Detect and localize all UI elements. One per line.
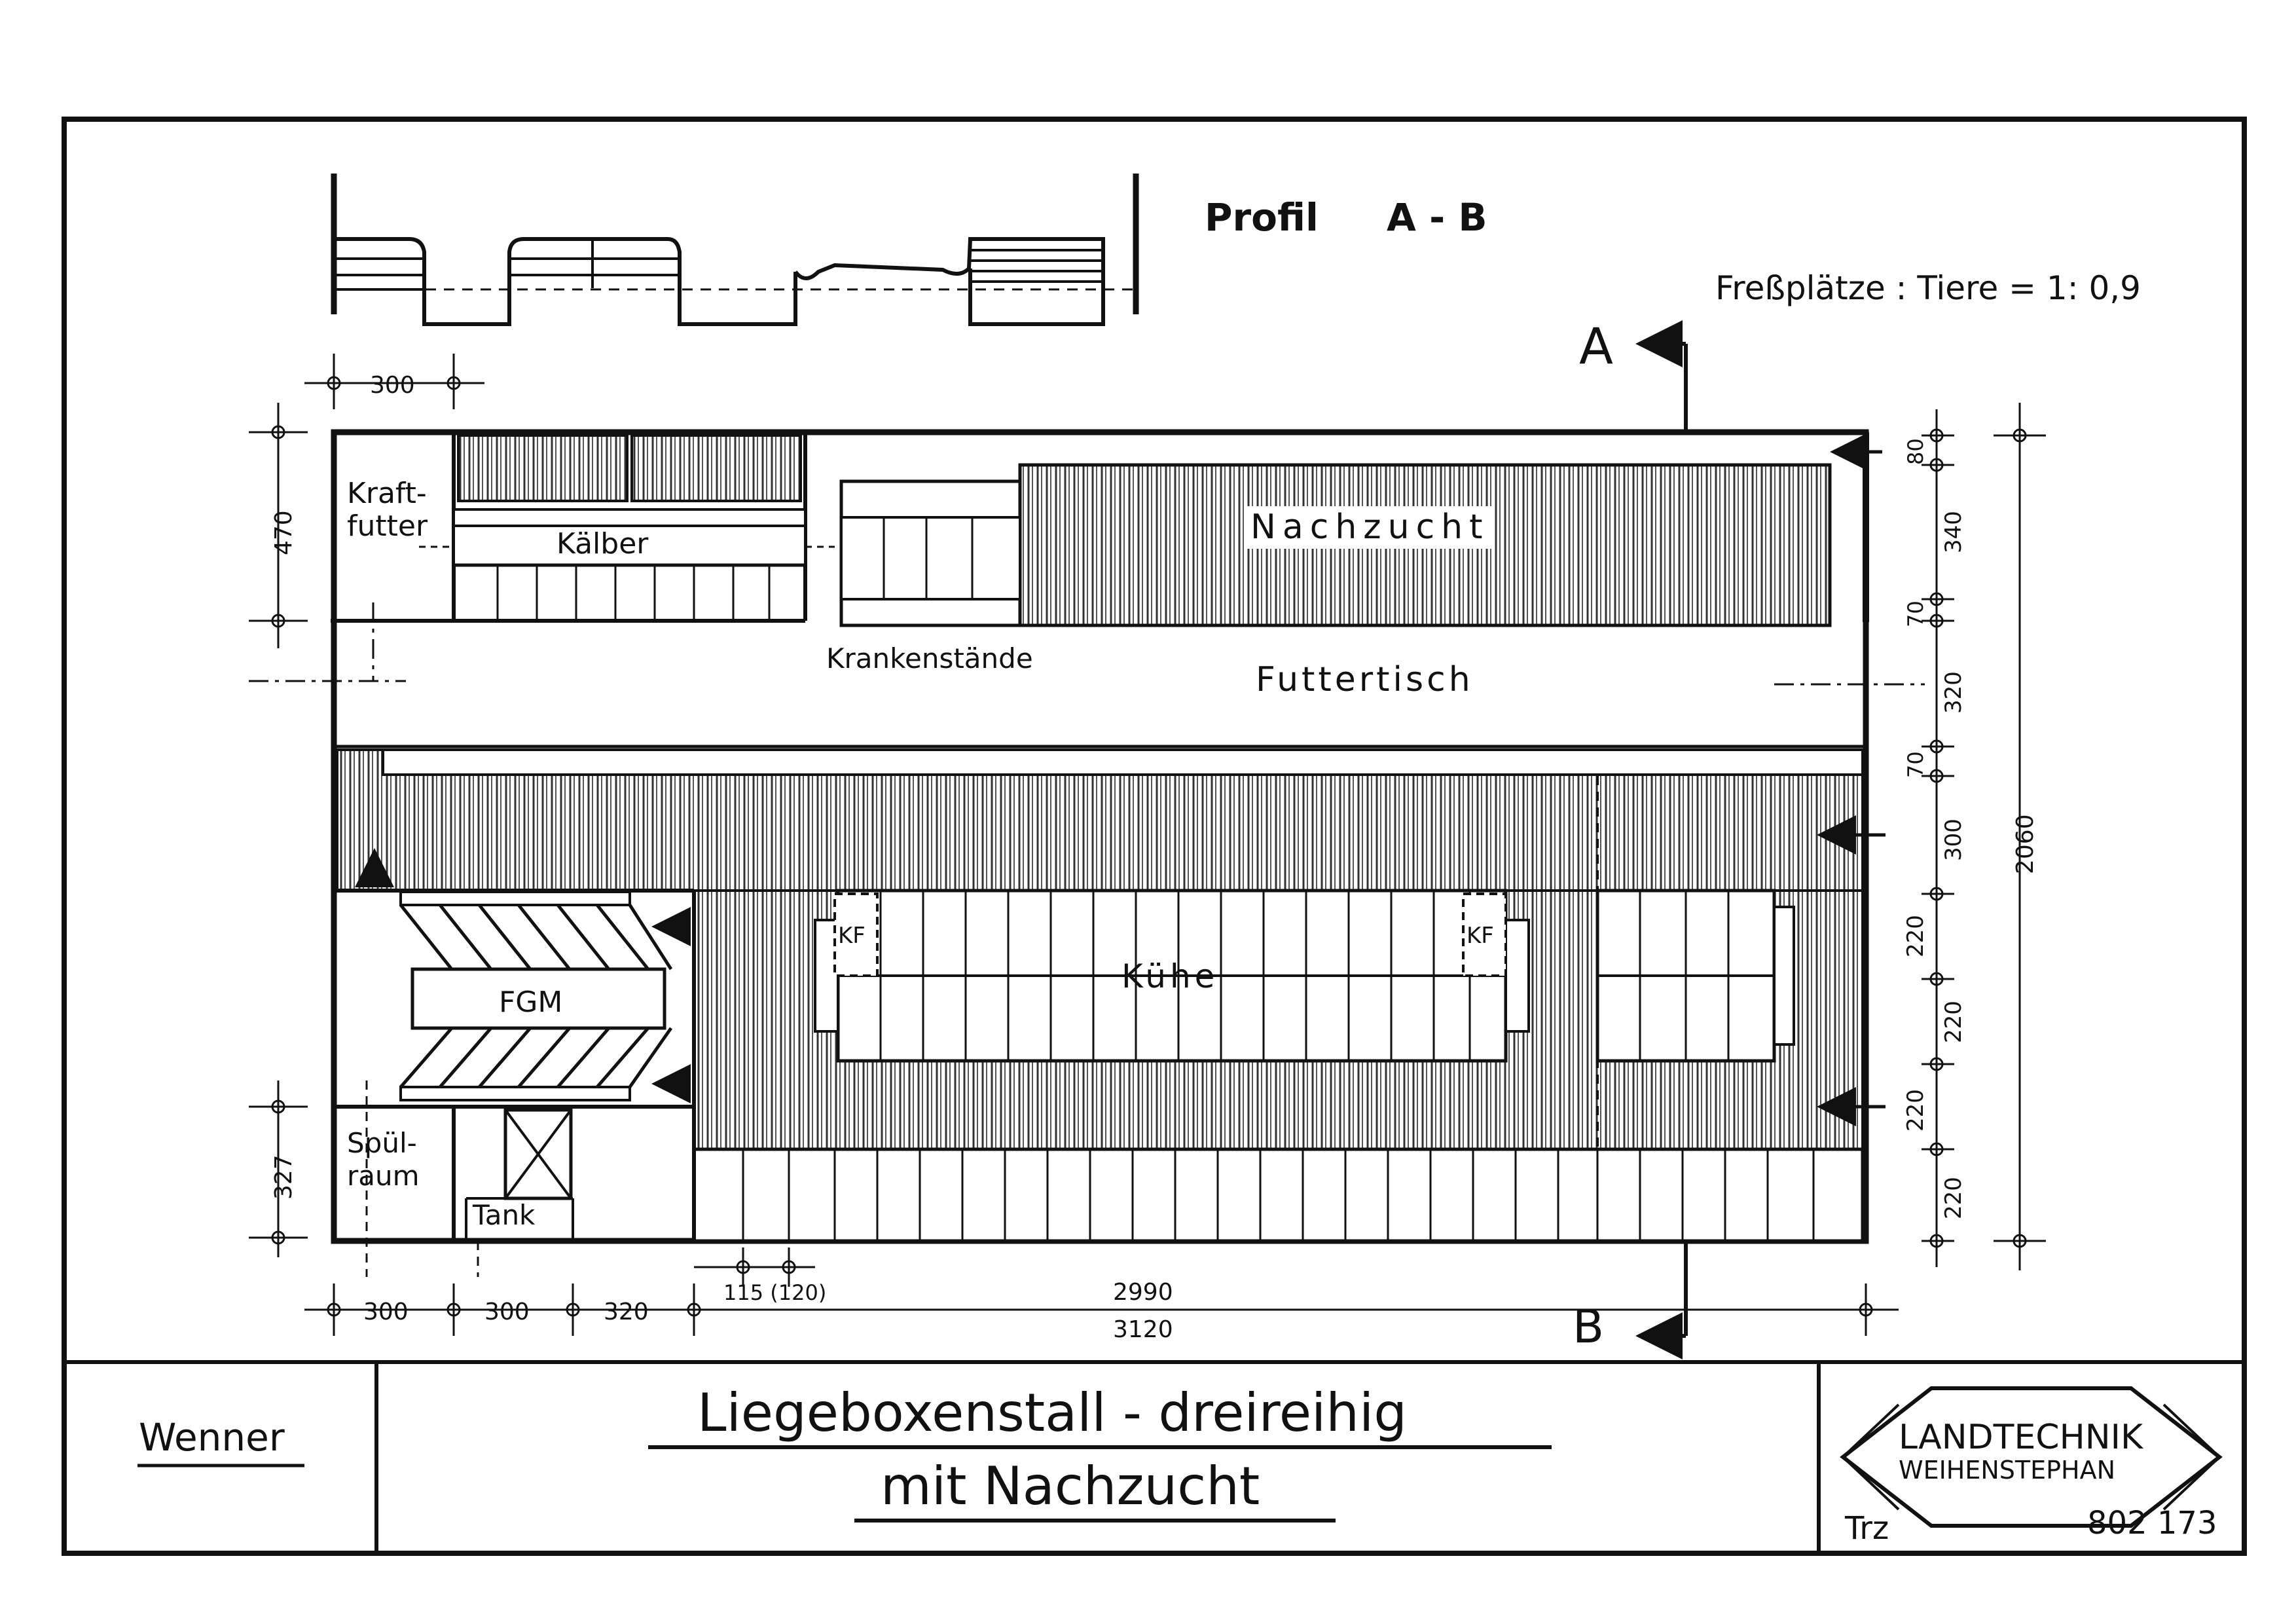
- drawing-number: 802 173: [2087, 1505, 2217, 1541]
- kf-label-right: KF: [1467, 923, 1494, 949]
- landtechnik-logo: LANDTECHNIK WEIHENSTEPHAN: [1840, 1386, 2223, 1528]
- kaelber-area: [331, 432, 835, 623]
- section-marker-b: [1635, 1241, 1688, 1359]
- dim-right-10: 220: [1941, 1177, 1967, 1219]
- room-label-kraftfutter-2: futter: [347, 509, 428, 543]
- logo-text-weihenstephan: WEIHENSTEPHAN: [1899, 1456, 2115, 1485]
- milking-parlour-fgm: [334, 848, 696, 1241]
- profile-title: Profil: [1205, 195, 1319, 240]
- room-label-nachzucht: Nachzucht: [1250, 507, 1489, 547]
- dim-inner-length: 2990: [1113, 1279, 1173, 1306]
- section-letter-a: A: [1579, 317, 1613, 375]
- dim-stall-width: 115 (120): [723, 1280, 826, 1305]
- drawing-frame: [62, 117, 2247, 1556]
- drawn-by: Trz: [1844, 1510, 1889, 1547]
- dimension-lines: [249, 354, 2046, 1336]
- room-label-krankenstaende: Krankenstände: [826, 642, 1033, 674]
- dim-bottom-1: 300: [363, 1299, 409, 1325]
- spuelraum-tank-area: [365, 1080, 574, 1277]
- dim-right-1: 80: [1903, 438, 1928, 465]
- dim-bottom-3: 320: [604, 1299, 649, 1325]
- section-marker-a: [1635, 320, 1688, 432]
- room-label-spuelraum-2: raum: [347, 1160, 420, 1192]
- author-name: Wenner: [139, 1415, 285, 1460]
- section-letter-b: B: [1573, 1300, 1604, 1354]
- dim-right-4: 320: [1941, 671, 1967, 714]
- logo-text-landtechnik: LANDTECHNIK: [1899, 1418, 2144, 1457]
- futtertisch-centerline: [249, 602, 1925, 686]
- profile-section-label: A - B: [1387, 195, 1487, 240]
- room-label-fgm: FGM: [499, 986, 562, 1019]
- dim-right-6: 300: [1941, 819, 1967, 861]
- room-label-kraftfutter: Kraft-: [347, 477, 427, 510]
- dim-right-total: 2060: [2012, 814, 2039, 874]
- kf-label-left: KF: [838, 923, 866, 949]
- room-label-spuelraum: Spül-: [347, 1127, 417, 1159]
- dim-right-9: 220: [1903, 1089, 1929, 1132]
- feeding-ratio: Freßplätze : Tiere = 1: 0,9: [1715, 269, 2141, 307]
- dim-bottom-2: 300: [484, 1299, 530, 1325]
- dim-right-7: 220: [1903, 915, 1929, 957]
- dim-total-length: 3120: [1113, 1316, 1173, 1343]
- room-label-kaelber: Kälber: [556, 527, 649, 561]
- dim-left-upper: 470: [270, 510, 297, 555]
- dim-left-lower: 327: [270, 1154, 297, 1200]
- dim-right-2: 340: [1941, 511, 1967, 553]
- dim-right-5: 70: [1903, 751, 1928, 778]
- drawing-title-line1: Liegeboxenstall - dreireihig: [697, 1382, 1407, 1443]
- room-label-futtertisch: Futtertisch: [1256, 660, 1474, 699]
- cow-stall-area: [334, 745, 1886, 1243]
- dim-right-8: 220: [1941, 1001, 1967, 1043]
- dim-right-3: 70: [1903, 600, 1928, 627]
- dim-top-width: 300: [370, 372, 415, 399]
- room-label-kuehe: Kühe: [1121, 957, 1218, 995]
- room-label-tank: Tank: [472, 1199, 536, 1231]
- nachzucht-area: [839, 432, 1882, 627]
- drawing-title-line2: mit Nachzucht: [881, 1456, 1260, 1517]
- profile-section-drawing: [331, 174, 1139, 326]
